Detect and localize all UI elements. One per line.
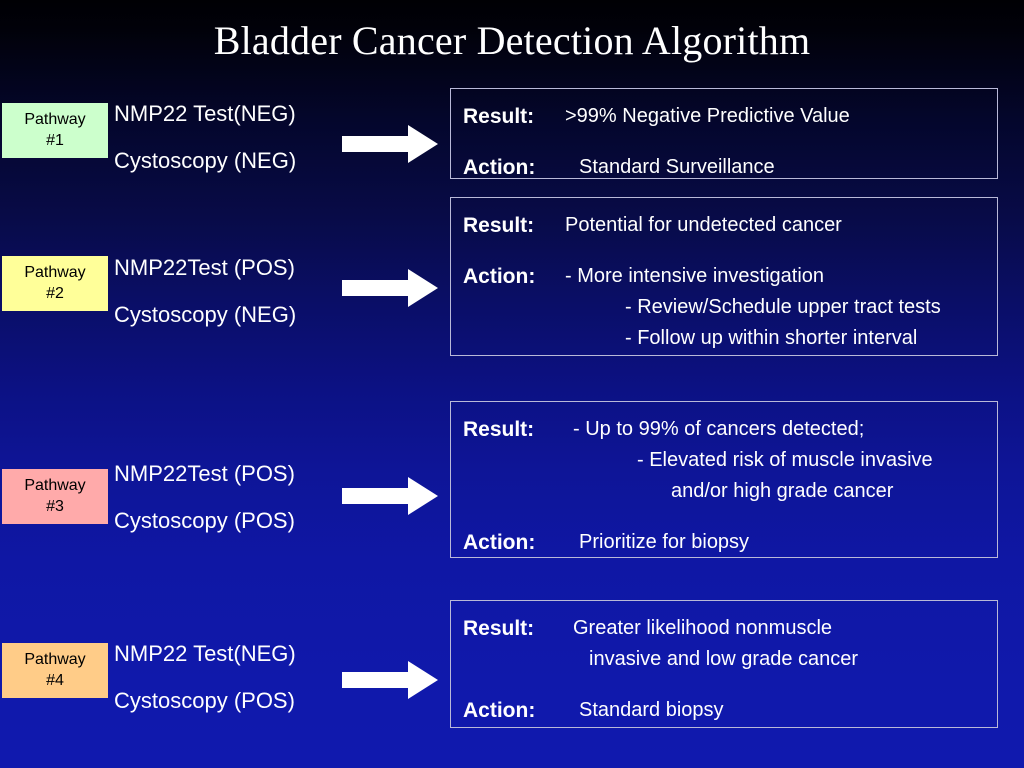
row-spacer [463, 132, 997, 152]
row-spacer [463, 507, 997, 527]
result-label: Result: [463, 418, 535, 441]
action-row-4: Action: Standard biopsy [463, 695, 997, 726]
action-label: Action: [463, 699, 536, 722]
result-text-line-2: invasive and low grade cancer [589, 648, 859, 670]
result-label: Result: [463, 214, 535, 237]
pathway-test-nmp22-4: NMP22 Test(NEG) [114, 641, 296, 666]
pathway-badge-3: Pathway #3 [2, 469, 108, 524]
action-row-2: Action: - More intensive investigation -… [463, 261, 997, 354]
action-row-3: Action: Prioritize for biopsy [463, 527, 997, 558]
action-label: Action: [463, 531, 536, 554]
right-arrow-icon-4 [342, 659, 440, 701]
result-text-line-2: - Elevated risk of muscle invasive [637, 449, 933, 471]
result-text-line-3: and/or high grade cancer [671, 480, 894, 502]
action-row-1: Action: Standard Surveillance [463, 152, 997, 183]
result-box-4: Result: Greater likelihood nonmuscle inv… [450, 600, 998, 728]
action-text: Standard biopsy [579, 699, 724, 721]
action-text: Standard Surveillance [579, 156, 775, 178]
pathway-badge-line1: Pathway [24, 477, 86, 494]
row-spacer [463, 241, 997, 261]
right-arrow-icon-1 [342, 123, 440, 165]
pathway-badge-line2: #3 [46, 498, 64, 515]
result-text: >99% Negative Predictive Value [565, 105, 850, 127]
row-spacer [463, 675, 997, 695]
pathway-test-cystoscopy-2: Cystoscopy (NEG) [114, 302, 297, 327]
pathway-badge-line2: #1 [46, 132, 64, 149]
pathway-test-nmp22-1: NMP22 Test(NEG) [114, 101, 296, 126]
pathway-badge-line2: #4 [46, 672, 64, 689]
right-arrow-icon-2 [342, 267, 440, 309]
pathway-badge-line1: Pathway [24, 264, 86, 281]
pathway-test-cystoscopy-4: Cystoscopy (POS) [114, 688, 295, 713]
result-text-line-1: Greater likelihood nonmuscle [573, 617, 833, 639]
result-label: Result: [463, 105, 535, 128]
pathway-badge-2: Pathway #2 [2, 256, 108, 311]
pathway-badge-line1: Pathway [24, 651, 86, 668]
result-label: Result: [463, 617, 535, 640]
result-row-4: Result: Greater likelihood nonmuscle inv… [463, 613, 997, 675]
pathway-badge-4: Pathway #4 [2, 643, 108, 698]
action-text-line-1: - More intensive investigation [565, 265, 825, 287]
pathway-badge-line1: Pathway [24, 111, 86, 128]
action-text: Prioritize for biopsy [579, 531, 750, 553]
result-text: Potential for undetected cancer [565, 214, 842, 236]
page-title: Bladder Cancer Detection Algorithm [213, 18, 811, 63]
result-row-3: Result: - Up to 99% of cancers detected;… [463, 414, 997, 507]
pathway-badge-line2: #2 [46, 285, 64, 302]
action-label: Action: [463, 156, 536, 179]
result-box-1: Result: >99% Negative Predictive Value A… [450, 88, 998, 179]
result-box-2: Result: Potential for undetected cancer … [450, 197, 998, 356]
action-text-line-2: - Review/Schedule upper tract tests [625, 296, 941, 318]
action-text-line-3: - Follow up within shorter interval [625, 327, 918, 349]
right-arrow-icon-3 [342, 475, 440, 517]
pathway-test-nmp22-2: NMP22Test (POS) [114, 255, 295, 280]
pathway-badge-1: Pathway #1 [2, 103, 108, 158]
result-box-3: Result: - Up to 99% of cancers detected;… [450, 401, 998, 558]
result-row-2: Result: Potential for undetected cancer [463, 210, 997, 241]
result-text-line-1: - Up to 99% of cancers detected; [573, 418, 865, 440]
pathway-test-cystoscopy-1: Cystoscopy (NEG) [114, 148, 297, 173]
result-row-1: Result: >99% Negative Predictive Value [463, 101, 997, 132]
pathway-test-nmp22-3: NMP22Test (POS) [114, 461, 295, 486]
action-label: Action: [463, 265, 536, 288]
pathway-test-cystoscopy-3: Cystoscopy (POS) [114, 508, 295, 533]
